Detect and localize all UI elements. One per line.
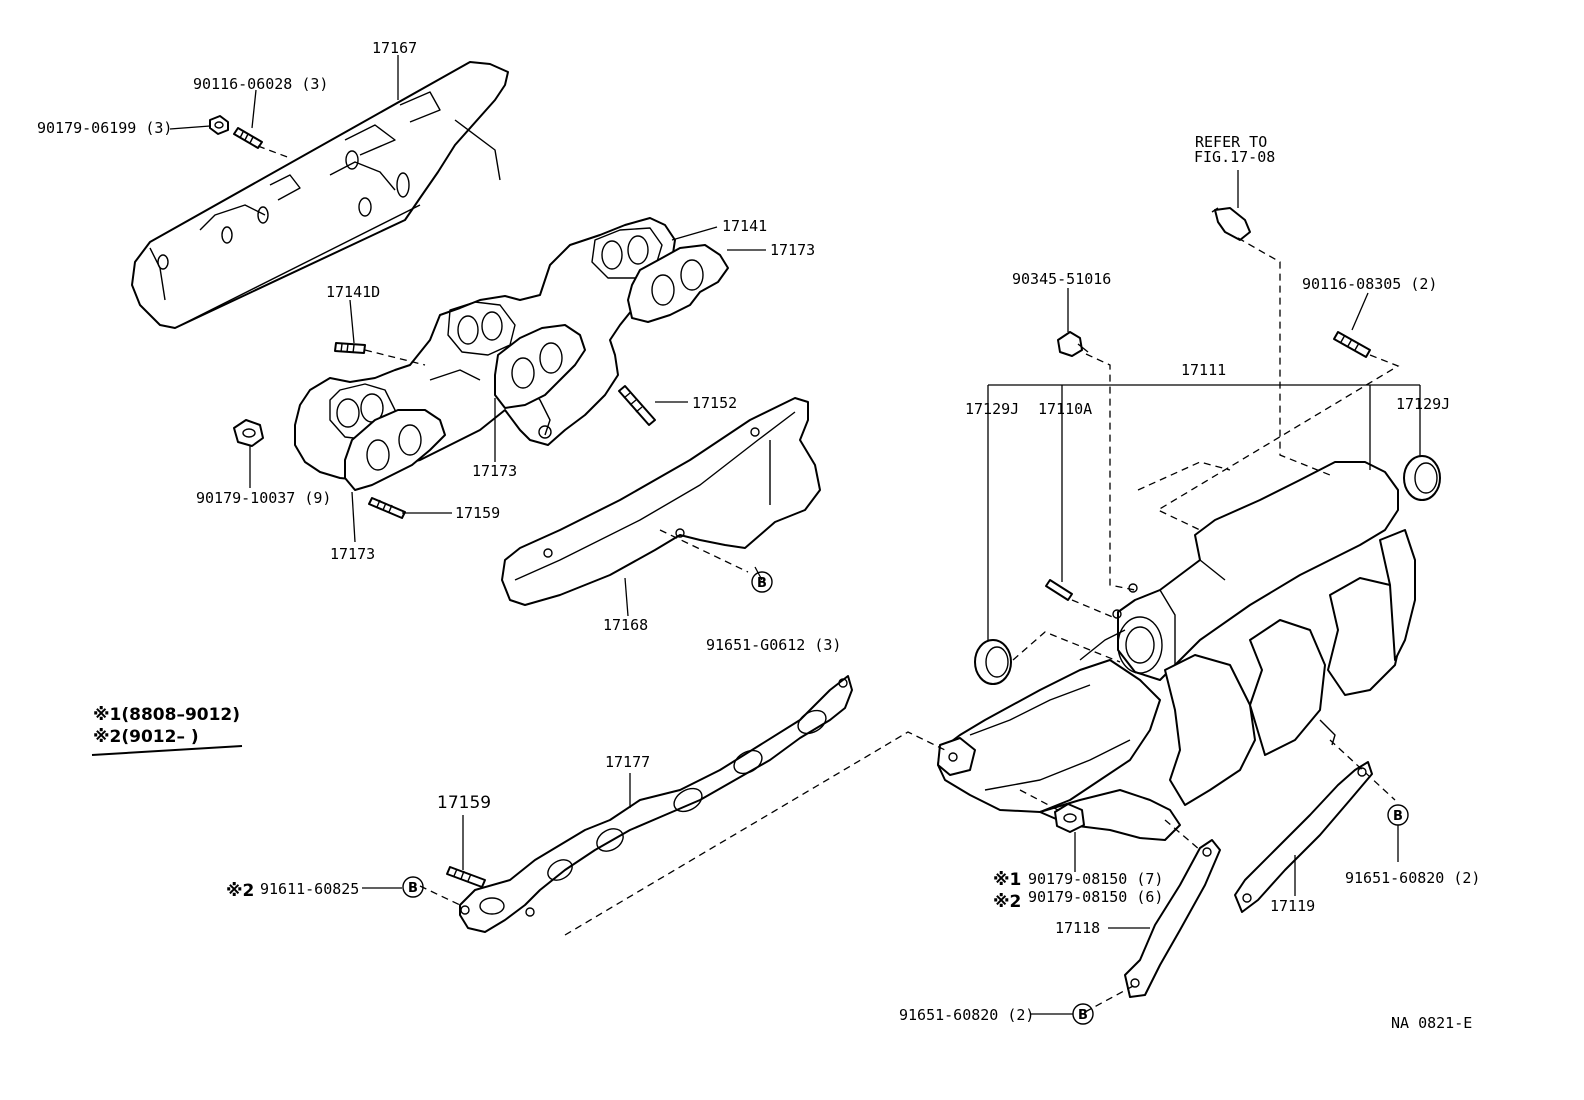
stud-17110a bbox=[1045, 579, 1073, 601]
nut-90179-06199 bbox=[209, 115, 229, 135]
manifold-stay-17119 bbox=[1234, 761, 1373, 913]
alignment-lines bbox=[257, 145, 1400, 1013]
note-range-1: ※1(8808–9012) bbox=[93, 705, 240, 725]
svg-text:B: B bbox=[1078, 1008, 1088, 1023]
label-90116-08305: 90116-08305 (2) bbox=[1302, 275, 1437, 293]
label-17152: 17152 bbox=[692, 394, 737, 412]
label-17118: 17118 bbox=[1055, 919, 1100, 937]
gasket-17168 bbox=[501, 397, 821, 606]
label-91611-60825: 91611-60825 bbox=[260, 880, 359, 898]
drawing-code: NA 0821-E bbox=[1391, 1014, 1472, 1032]
note-range-2: ※2(9012– ) bbox=[93, 727, 199, 747]
label-17141: 17141 bbox=[722, 217, 767, 235]
label-17159-lower: 17159 bbox=[437, 793, 491, 813]
intake-manifold-17111 bbox=[937, 461, 1416, 841]
label-refer-to: REFER TO bbox=[1195, 133, 1267, 151]
label-17167: 17167 bbox=[372, 39, 417, 57]
bolt-90116-06028 bbox=[233, 127, 263, 149]
bolt-90116-08305 bbox=[1333, 331, 1371, 358]
marker-b-91651-60820-right: B bbox=[1387, 804, 1409, 826]
gasket-17129j-right bbox=[1403, 455, 1441, 501]
nut-90179-10037 bbox=[233, 419, 264, 447]
label-17110a: 17110A bbox=[1038, 400, 1092, 418]
label-17159-upper: 17159 bbox=[455, 504, 500, 522]
label-90179-06199: 90179-06199 (3) bbox=[37, 119, 172, 137]
label-17119: 17119 bbox=[1270, 897, 1315, 915]
label-17129j-left: 17129J bbox=[965, 400, 1019, 418]
label-91651-g0612: 91651-G0612 (3) bbox=[706, 636, 841, 654]
stud-17159-lower bbox=[446, 866, 486, 888]
temperature-sensor bbox=[1211, 207, 1251, 241]
gasket-17173-right bbox=[627, 244, 729, 323]
label-refer-fig: FIG.17-08 bbox=[1194, 148, 1275, 166]
label-17177: 17177 bbox=[605, 753, 650, 771]
bolt-90345-51016 bbox=[1057, 331, 1089, 357]
svg-text:B: B bbox=[1393, 809, 1403, 824]
marker-b-91651-60820-bottom: B bbox=[1072, 1003, 1094, 1025]
manifold-stay-17118 bbox=[1124, 839, 1221, 998]
label-90116-06028: 90116-06028 (3) bbox=[193, 75, 328, 93]
label-17173-center: 17173 bbox=[472, 462, 517, 480]
svg-text:B: B bbox=[757, 576, 767, 591]
mark-90179-08150-6: ※2 bbox=[993, 892, 1021, 912]
label-91651-60820-bottom: 91651-60820 (2) bbox=[899, 1006, 1034, 1024]
nut-90179-08150 bbox=[1054, 803, 1085, 833]
label-17173-right: 17173 bbox=[770, 241, 815, 259]
heat-insulator-17167 bbox=[131, 61, 509, 329]
leader-lines bbox=[91, 55, 1421, 1015]
marker-b-91651-g0612: B bbox=[751, 571, 773, 593]
stud-17159-upper bbox=[368, 497, 406, 519]
label-91651-60820-right: 91651-60820 (2) bbox=[1345, 869, 1480, 887]
label-17111: 17111 bbox=[1181, 361, 1226, 379]
gasket-17177 bbox=[459, 675, 853, 933]
mark-90179-08150-7: ※1 bbox=[993, 870, 1021, 890]
label-90179-08150-6: 90179-08150 (6) bbox=[1028, 888, 1163, 906]
label-17141d: 17141D bbox=[326, 283, 380, 301]
stud-17141d bbox=[334, 342, 366, 354]
gasket-17173-lower bbox=[344, 409, 446, 491]
marker-b-91611-60825: B bbox=[402, 876, 424, 898]
label-17168: 17168 bbox=[603, 616, 648, 634]
mark-91611-60825: ※2 bbox=[226, 881, 254, 901]
svg-text:B: B bbox=[408, 881, 418, 896]
label-90179-08150-7: 90179-08150 (7) bbox=[1028, 870, 1163, 888]
label-90179-10037: 90179-10037 (9) bbox=[196, 489, 331, 507]
label-90345-51016: 90345-51016 bbox=[1012, 270, 1111, 288]
gasket-17129j-left bbox=[974, 639, 1012, 685]
gasket-17173-center bbox=[494, 324, 586, 409]
label-17129j-right: 17129J bbox=[1396, 395, 1450, 413]
label-17173-lower: 17173 bbox=[330, 545, 375, 563]
stud-17152 bbox=[618, 385, 656, 426]
